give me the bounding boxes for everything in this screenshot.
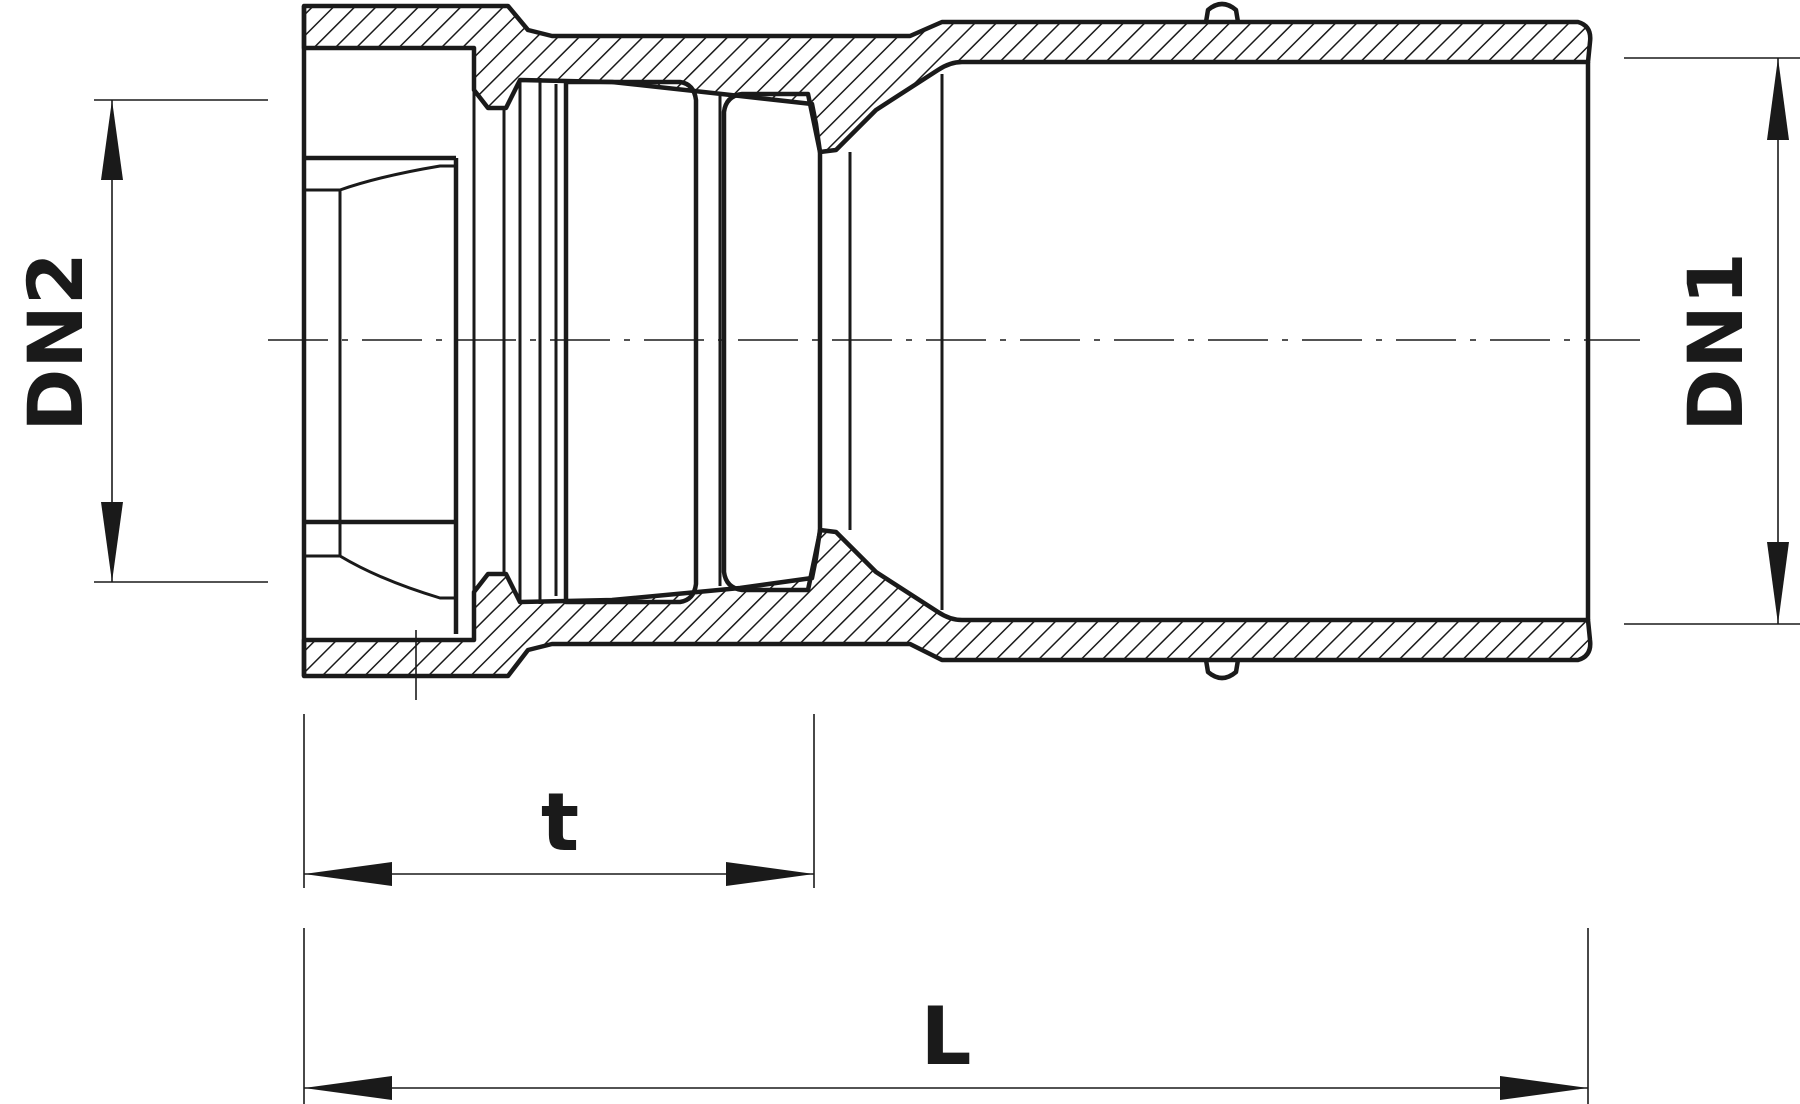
t-arrow-left: [304, 862, 392, 886]
seal-ring-right: [721, 91, 823, 593]
l-label: L: [921, 990, 972, 1083]
t-label: t: [541, 776, 579, 869]
dn1-arrow-up: [1767, 58, 1789, 140]
upper-bead: [1203, 1, 1241, 23]
lower-bead: [1203, 659, 1241, 681]
upper-wall-section: [301, 3, 1593, 155]
dn2-label: DN2: [11, 252, 100, 432]
dn1-arrow-down: [1767, 542, 1789, 624]
thread-chamfer-upper: [304, 164, 456, 192]
seal-ring-left: [563, 79, 699, 605]
thread-chamfer-lower: [304, 554, 456, 600]
dn2-arrow-up: [101, 100, 123, 180]
t-arrow-right: [726, 862, 814, 886]
l-arrow-left: [304, 1076, 392, 1100]
lower-wall-section: [301, 527, 1593, 679]
dn2-arrow-down: [101, 502, 123, 582]
dn1-label: DN1: [1671, 252, 1760, 432]
l-arrow-right: [1500, 1076, 1588, 1100]
